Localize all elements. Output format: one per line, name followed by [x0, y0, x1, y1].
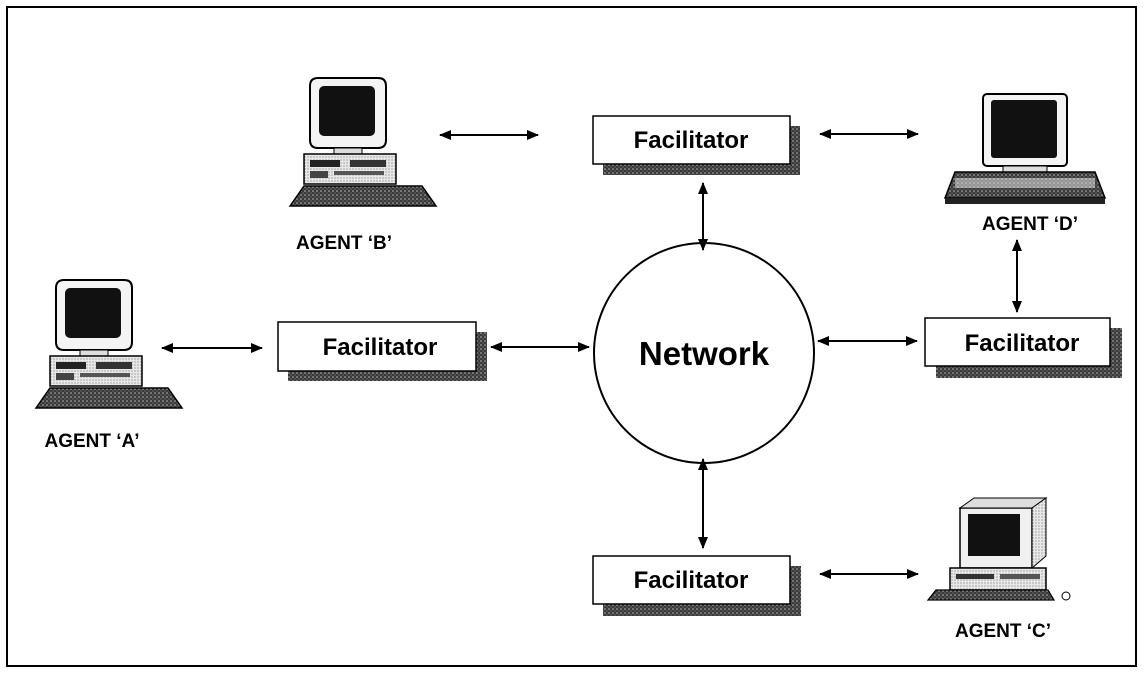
facilitator-box-left: Facilitator [277, 321, 487, 381]
facilitator-bottom-label: Facilitator [634, 567, 749, 594]
facilitator-top-label: Facilitator [634, 127, 749, 154]
facilitator-right-label: Facilitator [965, 330, 1080, 357]
agent-b-label: AGENT ‘B’ [296, 233, 392, 254]
facilitator-box-right: Facilitator [924, 317, 1122, 378]
facilitator-left-label: Facilitator [323, 334, 438, 361]
agent-a-computer-icon [35, 279, 183, 409]
agent-b-computer-icon [289, 77, 437, 207]
agent-c-label: AGENT ‘C’ [955, 621, 1051, 642]
agent-d-computer-icon [944, 93, 1106, 205]
agent-c-computer-icon [927, 497, 1071, 601]
facilitator-box-top: Facilitator [592, 115, 800, 175]
facilitator-box-bottom: Facilitator [592, 555, 801, 616]
network-label: Network [639, 335, 770, 372]
agent-a-label: AGENT ‘A’ [44, 431, 139, 452]
agent-d-label: AGENT ‘D’ [982, 214, 1078, 235]
